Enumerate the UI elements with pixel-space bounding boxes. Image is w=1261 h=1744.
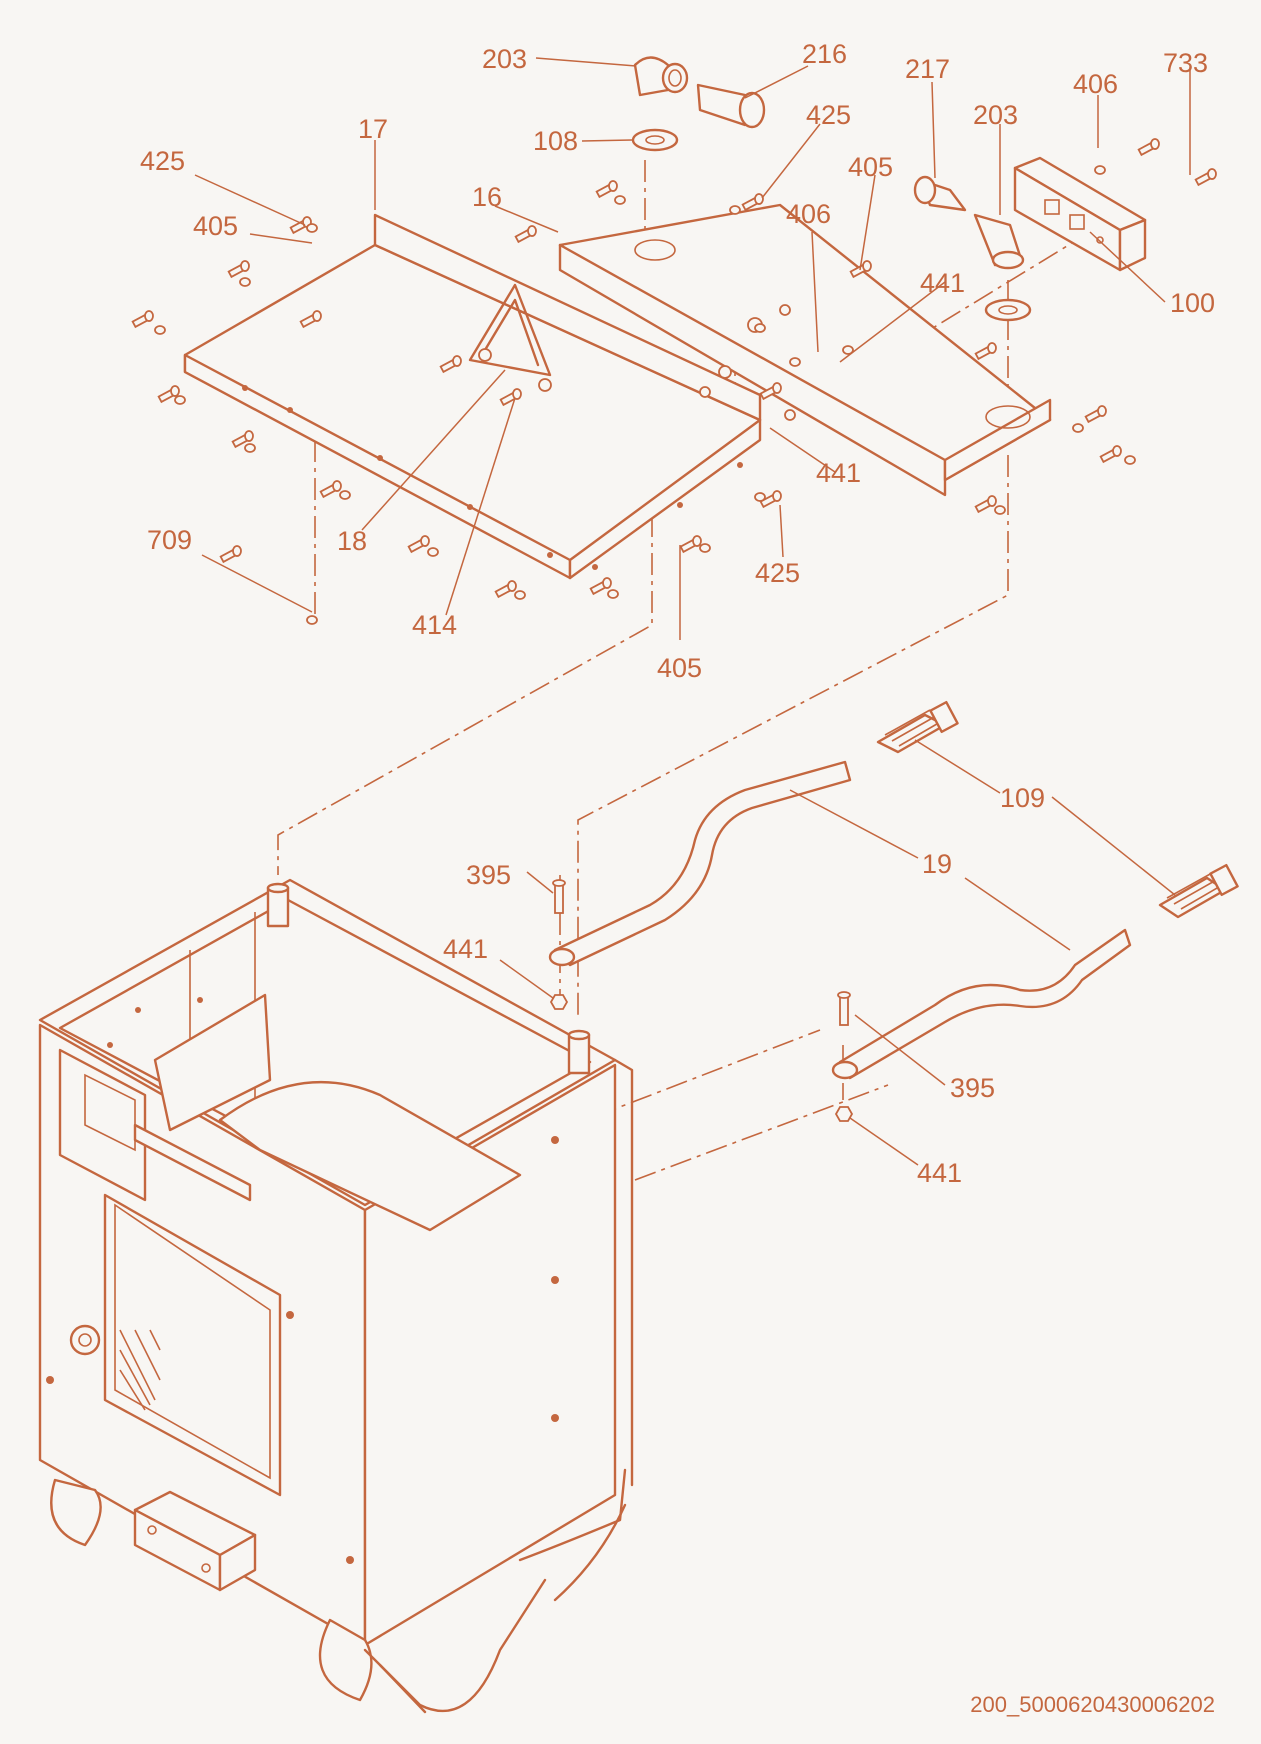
washer-icon	[842, 345, 854, 355]
callout-217: 217	[905, 54, 950, 84]
callout-203a: 203	[482, 44, 527, 74]
screw-icon	[514, 225, 537, 244]
back-channel-panel	[558, 203, 1052, 497]
callout-203b: 203	[973, 100, 1018, 130]
screw-icon	[439, 355, 462, 374]
leader-lines	[194, 57, 1191, 1166]
washer-icon	[154, 325, 166, 335]
quick-coupler-216	[696, 83, 766, 129]
callout-425c: 425	[755, 558, 800, 588]
handle-grip-lower	[1158, 863, 1239, 919]
callout-405c: 405	[657, 653, 702, 683]
handle-grip-upper	[876, 700, 959, 754]
washer-icon	[306, 615, 318, 625]
callout-18: 18	[337, 526, 367, 556]
callout-108: 108	[533, 126, 578, 156]
washer-icon	[1094, 165, 1106, 175]
callout-16: 16	[472, 182, 502, 212]
screw-icon	[679, 535, 702, 554]
switch-box-100	[1013, 156, 1147, 272]
screw-icon	[759, 490, 782, 509]
callout-441d: 441	[917, 1158, 962, 1188]
callout-19: 19	[922, 849, 952, 879]
callout-100: 100	[1170, 288, 1215, 318]
washer-icon	[514, 590, 526, 600]
screw-icon	[741, 193, 764, 212]
callout-405a: 405	[193, 211, 238, 241]
callout-406a: 406	[1073, 69, 1118, 99]
washer-icon	[239, 277, 251, 287]
base-frame	[38, 878, 634, 1714]
screw-icon	[407, 535, 430, 554]
washer-icon	[699, 543, 711, 553]
washer-icon	[754, 323, 766, 333]
carry-handle	[468, 283, 552, 392]
screw-icon	[499, 388, 522, 407]
screw-icon	[974, 495, 997, 514]
washer-icon	[339, 490, 351, 500]
washer-icon	[244, 443, 256, 453]
screw-icon	[759, 382, 782, 401]
screw-icon	[157, 385, 180, 404]
washer-icon	[614, 195, 626, 205]
screw-icon	[1137, 138, 1160, 157]
screw-icon	[1084, 405, 1107, 424]
callout-441a: 441	[920, 268, 965, 298]
screw-icon	[974, 342, 997, 361]
screw-icon	[1099, 445, 1122, 464]
elbow-fitting-203	[633, 56, 689, 97]
callout-17: 17	[358, 114, 388, 144]
screw-icon	[849, 260, 872, 279]
washer-icon	[306, 223, 318, 233]
callout-414: 414	[412, 610, 457, 640]
grommet-lower	[984, 298, 1032, 322]
callout-216: 216	[802, 39, 847, 69]
washer-icon	[174, 395, 186, 405]
fastener-hardware	[131, 138, 1217, 625]
top-cover-panel	[183, 213, 762, 580]
screw-icon	[595, 180, 618, 199]
callout-425b: 425	[140, 146, 185, 176]
coupler-217	[913, 175, 967, 212]
document-id: 200_5000620430006202	[970, 1692, 1215, 1717]
callout-109: 109	[1000, 783, 1045, 813]
screw-icon	[1194, 168, 1217, 187]
callout-395a: 395	[466, 860, 511, 890]
handle-bar-lower	[831, 928, 1132, 1080]
screw-icon	[589, 577, 612, 596]
washer-icon	[994, 505, 1006, 515]
screw-icon	[299, 310, 322, 329]
washer-icon	[427, 547, 439, 557]
washer-icon	[1072, 423, 1084, 433]
screw-icon	[494, 580, 517, 599]
handle-bar-upper	[548, 760, 852, 967]
washer-icon	[729, 205, 741, 215]
callout-709: 709	[147, 525, 192, 555]
callout-441b: 441	[816, 458, 861, 488]
grommet-108	[631, 128, 679, 152]
callout-395b: 395	[950, 1073, 995, 1103]
handle-bolts	[549, 879, 854, 1122]
elbow-fitting-203b	[973, 213, 1025, 270]
callout-425a: 425	[806, 100, 851, 130]
screw-icon	[319, 480, 342, 499]
washer-icon	[1124, 455, 1136, 465]
screw-icon	[219, 545, 242, 564]
washer-icon	[754, 492, 766, 502]
washer-icon	[607, 589, 619, 599]
callout-441c: 441	[443, 934, 488, 964]
callout-406b: 406	[786, 199, 831, 229]
screw-icon	[231, 430, 254, 449]
washer-icon	[789, 357, 801, 367]
screw-icon	[227, 260, 250, 279]
callout-labels: 203 216 108 425 217 203 406 733 17 425 1…	[140, 39, 1215, 1188]
callout-733: 733	[1163, 48, 1208, 78]
callout-405b: 405	[848, 152, 893, 182]
screw-icon	[131, 310, 154, 329]
